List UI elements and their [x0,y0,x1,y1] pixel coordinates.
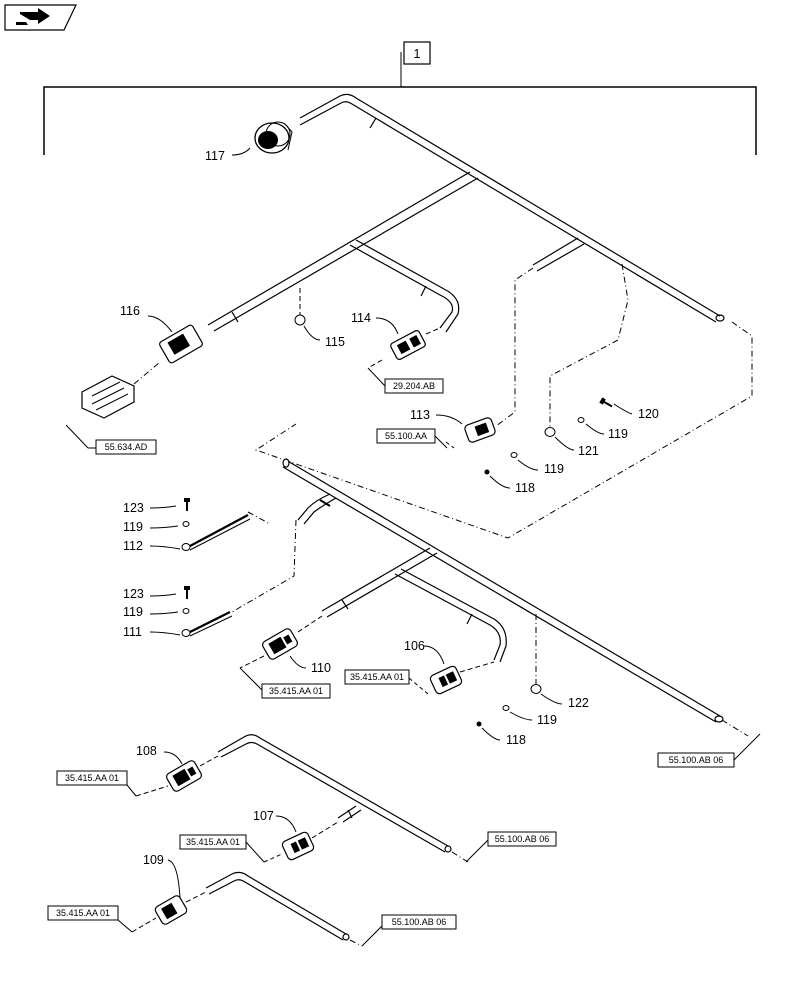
lower-harness [217,734,452,853]
washer-119-d [182,608,190,614]
navigation-arrow-icon[interactable] [4,4,77,31]
callout-115: 115 [325,335,345,349]
callout-118-a: 118 [515,481,535,495]
washer-119-e [502,705,510,711]
callout-112: 112 [123,539,143,553]
bolt-120 [598,396,615,411]
ref-55100ab-2: 55.100.AB 06 [495,834,550,844]
ref-55100ab-3: 55.100.AB 06 [392,917,447,927]
connector-114 [390,329,426,361]
callout-121: 121 [578,444,599,458]
callout-119-b: 119 [544,462,564,476]
connector-109 [154,895,188,925]
connector-113 [464,417,496,443]
clip-122 [530,684,542,694]
connector-110 [262,628,298,660]
assembly-bracket: 1 [43,41,757,155]
callout-114: 114 [351,311,371,325]
connector-107 [281,831,315,861]
ref-29204: 29.204.AB [393,381,435,391]
callout-107: 107 [253,809,274,823]
middle-harness [282,458,724,723]
connector-116 [159,324,203,364]
callout-119-c: 119 [123,520,143,534]
strap-111 [181,611,233,637]
ref-35415-d: 35.415.AA 01 [186,837,240,847]
ref-35415-e: 35.415.AA 01 [56,908,110,918]
ref-35415-c: 35.415.AA 01 [65,773,119,783]
clip-121 [544,427,556,437]
ref-55100: 55.100.AA [385,431,427,441]
callout-110: 110 [311,661,331,675]
callout-118-b: 118 [506,733,526,747]
mating-plug-55634 [81,375,135,419]
washer-119-a [577,417,585,423]
strap-112 [181,514,251,551]
callout-123-a: 123 [123,501,144,515]
callout-116: 116 [120,304,140,318]
lower-harness-109 [205,871,350,941]
connector-106 [429,665,463,695]
callout-108: 108 [136,744,157,758]
bolt-123-a [183,497,191,512]
callout-111: 111 [123,625,142,639]
washer-119-c [182,521,190,527]
ref-35415-b: 35.415.AA 01 [350,672,404,682]
grommet-117 [254,121,293,154]
callout-123-b: 123 [123,587,144,601]
assembly-item-label: 1 [414,47,421,61]
upper-harness [207,93,725,333]
callout-119-e: 119 [537,713,557,727]
connector-108 [166,760,202,792]
ref-55100ab-1: 55.100.AB 06 [669,755,724,765]
callout-106: 106 [404,639,425,653]
callout-117: 117 [205,149,225,163]
callout-122: 122 [568,696,589,710]
callout-119-a: 119 [608,427,628,441]
callout-119-d: 119 [123,605,143,619]
washer-119-b [510,452,518,458]
nut-118-a [484,469,490,475]
callout-109: 109 [143,853,164,867]
nut-118-b [476,721,482,727]
clip-115 [294,288,306,326]
callout-113: 113 [410,408,430,422]
ref-35415-a: 35.415.AA 01 [269,686,323,696]
ref-55634: 55.634.AD [105,442,148,452]
bolt-123-b [183,585,191,600]
callout-120: 120 [638,407,659,421]
